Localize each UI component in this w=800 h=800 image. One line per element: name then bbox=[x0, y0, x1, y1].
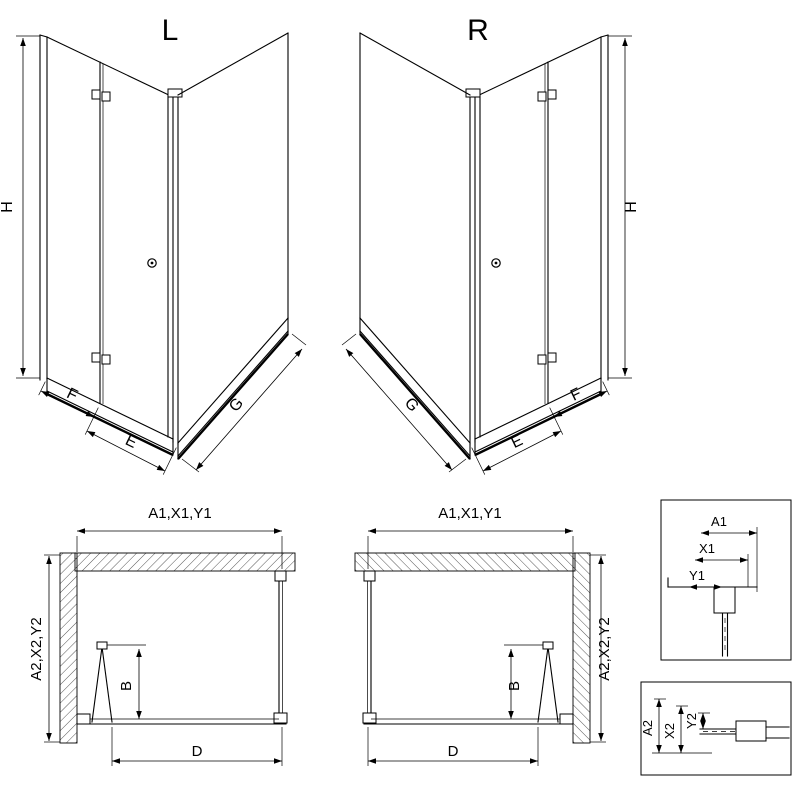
detail-y1-label: Y1 bbox=[689, 568, 705, 583]
detail-a2-label: A2 bbox=[640, 720, 655, 736]
wall-profile-section bbox=[713, 586, 736, 614]
plan-right-door-projection-label: B bbox=[506, 681, 523, 691]
variant-label-right: R bbox=[467, 14, 489, 47]
plan-left-door-projection-label: B bbox=[118, 681, 135, 691]
plan-left-entry-width-label: D bbox=[192, 743, 203, 760]
bottom-profile-section bbox=[735, 720, 767, 742]
plan-right-side-dims-label: A2,X2,Y2 bbox=[596, 617, 613, 680]
height-label-left: H bbox=[0, 201, 16, 213]
plan-right-entry-width-label: D bbox=[448, 743, 459, 760]
detail-x2-label: X2 bbox=[662, 723, 677, 739]
variant-label-left: L bbox=[162, 14, 179, 47]
plan-right-top-dims-label: A1,X1,Y1 bbox=[438, 505, 501, 522]
plan-left-side-dims-label: A2,X2,Y2 bbox=[28, 617, 45, 680]
detail-y2-label: Y2 bbox=[684, 713, 699, 729]
detail-box-bottom-profile: A2 X2 Y2 bbox=[640, 681, 792, 776]
detail-box-top-profile: A1 X1 Y1 bbox=[660, 499, 792, 661]
plan-left-top-dims-label: A1,X1,Y1 bbox=[148, 505, 211, 522]
detail-a1-label: A1 bbox=[711, 514, 727, 529]
detail-x1-label: X1 bbox=[699, 541, 715, 556]
height-label-right: H bbox=[623, 201, 640, 213]
